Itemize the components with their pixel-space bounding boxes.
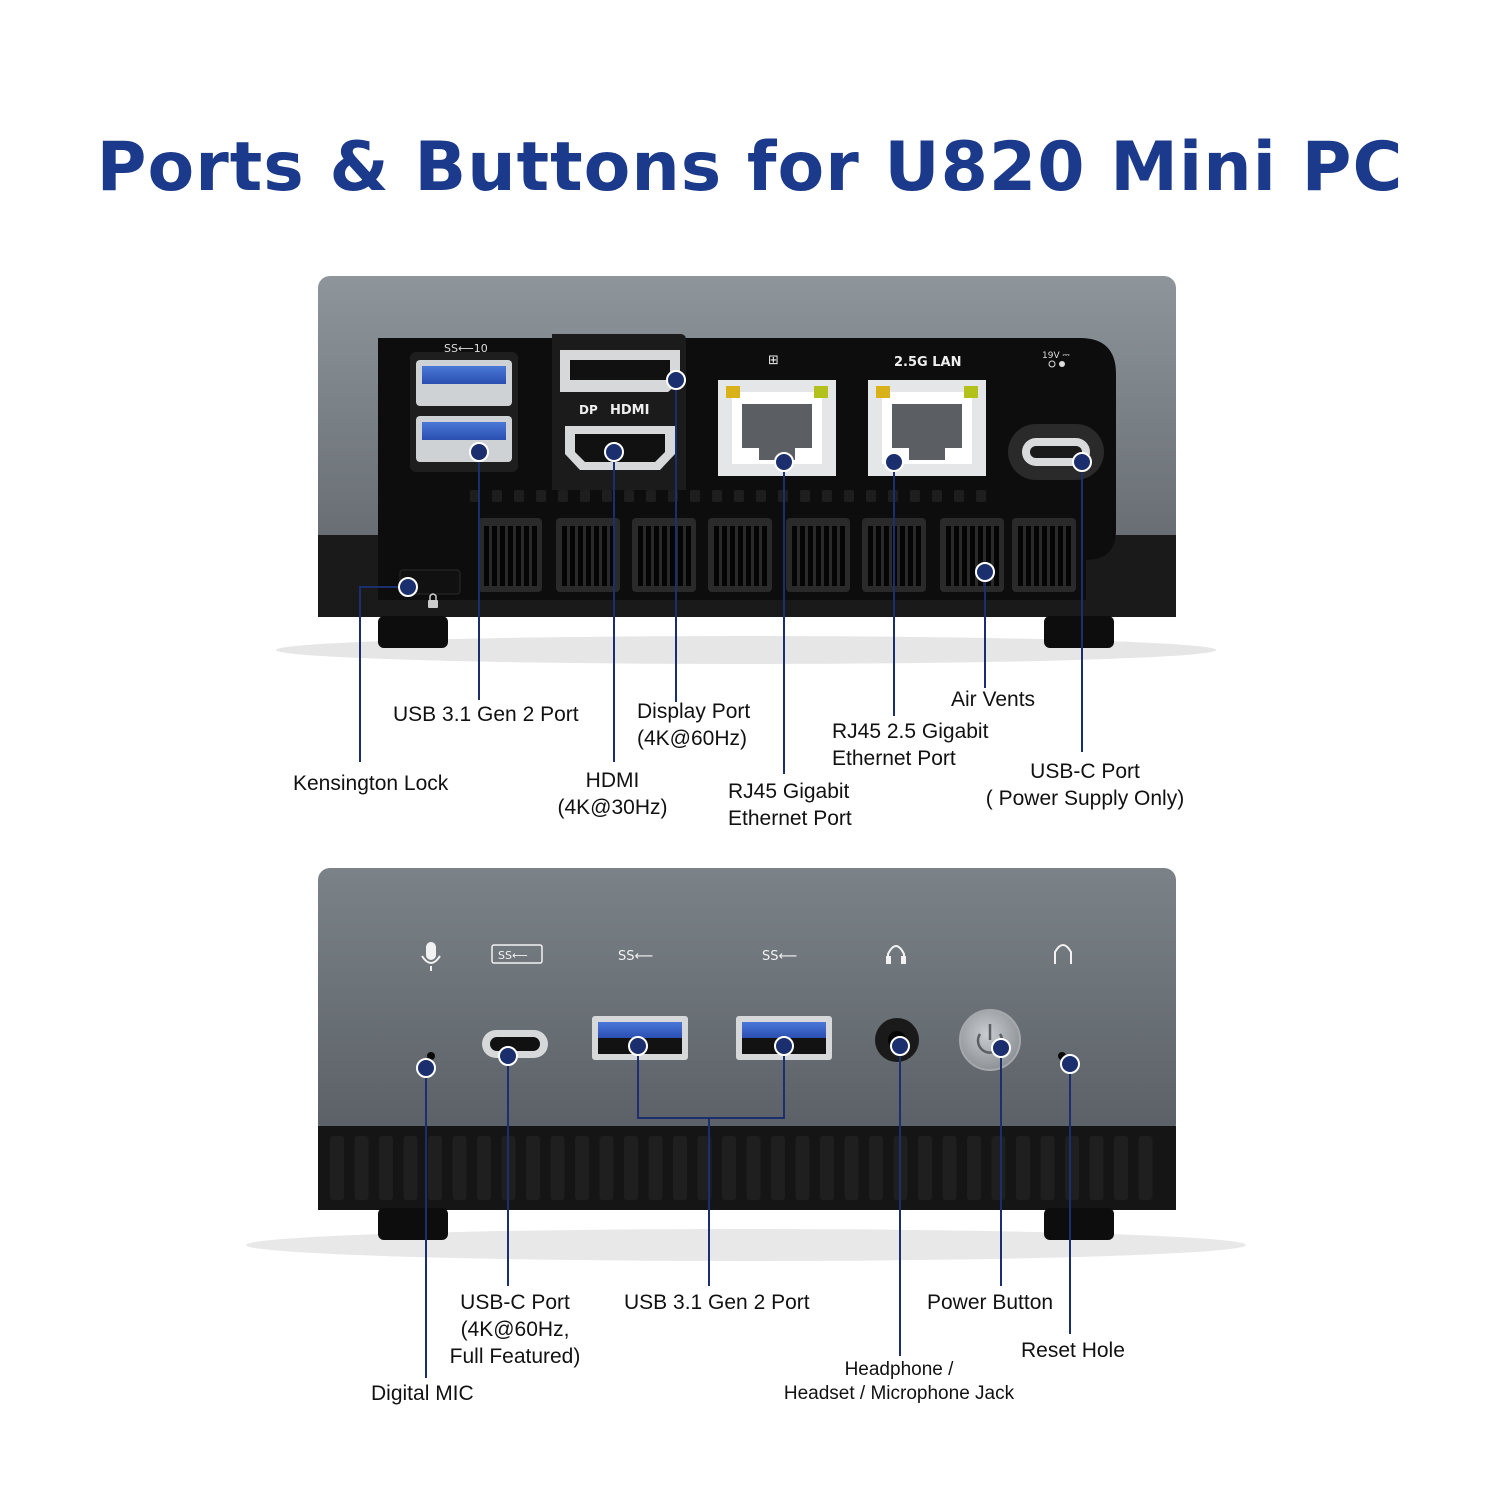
- usb-ss10-icon: SS⟵: [762, 949, 797, 964]
- callout-dot: [991, 1038, 1011, 1058]
- callout-lines: [359, 380, 1083, 1378]
- dp-mark: DP: [579, 403, 598, 417]
- label-usbc-power: USB-C Port( Power Supply Only): [985, 760, 1185, 810]
- microphone-icon: [421, 942, 441, 971]
- callout-dot: [890, 1036, 910, 1056]
- label-displayport: Display Port(4K@60Hz): [637, 700, 751, 750]
- power-button[interactable]: [959, 1009, 1021, 1071]
- rear-panel: SS⟵10 DP HDMI ⊞ 2.5G LAN: [276, 276, 1216, 664]
- callout-markers: [398, 370, 1092, 1078]
- displayport-port[interactable]: [560, 350, 680, 392]
- label-front-usb31: USB 3.1 Gen 2 Port: [624, 1291, 810, 1314]
- vent-block: [1012, 518, 1076, 592]
- vent-block: [786, 518, 850, 592]
- dc-mark: 19V ⎓: [1042, 351, 1070, 361]
- callout-dot: [498, 1046, 518, 1066]
- vent-block: [708, 518, 772, 592]
- reset-icon: [1054, 944, 1072, 964]
- callout-dot: [666, 370, 686, 390]
- lan-2-5g-mark: 2.5G LAN: [894, 355, 961, 370]
- callout-dot: [628, 1036, 648, 1056]
- air-vents: [478, 518, 1076, 592]
- label-headphone-jack: Headphone /Headset / Microphone Jack: [783, 1359, 1015, 1404]
- vent-block: [632, 518, 696, 592]
- callout-dot: [774, 1036, 794, 1056]
- label-kensington-lock: Kensington Lock: [293, 772, 449, 795]
- usb-c-ss10-icon: SS⟵: [491, 944, 543, 964]
- front-usb-a-port-1[interactable]: [592, 1016, 688, 1060]
- callout-dot: [774, 452, 794, 472]
- callout-dot: [884, 452, 904, 472]
- usb-ss10-icon: SS⟵: [618, 949, 653, 964]
- network-icon: ⊞: [768, 353, 779, 368]
- rj45-port[interactable]: [718, 380, 836, 476]
- vent-dots: [470, 490, 986, 502]
- mic-hole: [427, 1052, 435, 1060]
- label-rear-usb31: USB 3.1 Gen 2 Port: [393, 703, 579, 726]
- label-power-button: Power Button: [927, 1291, 1054, 1314]
- usb-c-power-port[interactable]: [1008, 424, 1104, 480]
- callout-dot: [469, 442, 489, 462]
- callout-dot: [416, 1058, 436, 1078]
- svg-text:SS⟵: SS⟵: [498, 949, 528, 962]
- label-front-usbc: USB-C Port(4K@60Hz,Full Featured): [449, 1291, 581, 1368]
- vent-block: [556, 518, 620, 592]
- callout-dot: [1072, 452, 1092, 472]
- front-panel: SS⟵ SS⟵ SS⟵: [246, 868, 1246, 1261]
- vent-block: [478, 518, 542, 592]
- front-usb-c-port[interactable]: [482, 1030, 548, 1058]
- callout-dot: [1060, 1054, 1080, 1074]
- rear-usb-ports[interactable]: [410, 352, 518, 472]
- page-title: Ports & Buttons for U820 Mini PC: [96, 128, 1404, 207]
- callout-dot: [975, 562, 995, 582]
- rear-usb-logo: SS⟵10: [444, 342, 488, 355]
- label-reset-hole: Reset Hole: [1021, 1339, 1125, 1362]
- lock-icon: [428, 600, 438, 608]
- label-digital-mic: Digital MIC: [371, 1382, 474, 1405]
- headphone-icon: [886, 945, 906, 964]
- hdmi-mark: HDMI: [610, 403, 649, 418]
- label-air-vents: Air Vents: [951, 688, 1036, 711]
- vent-block: [940, 518, 1004, 592]
- label-hdmi: HDMI(4K@30Hz): [557, 769, 668, 819]
- callout-dot: [604, 442, 624, 462]
- callout-dot: [398, 577, 418, 597]
